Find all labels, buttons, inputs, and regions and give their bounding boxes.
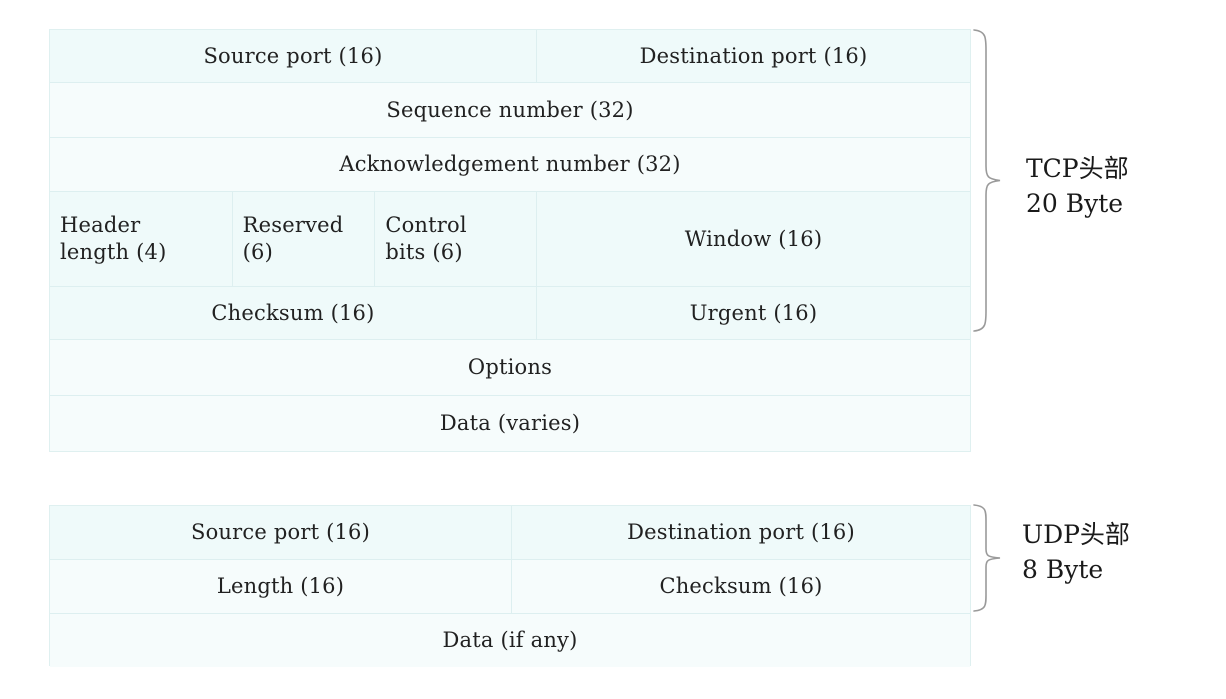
udp-cell-length: Length (16) <box>50 560 512 613</box>
udp-row-data: Data (if any) <box>50 614 970 667</box>
tcp-side-label: TCP头部 20 Byte <box>1026 154 1129 218</box>
tcp-cell-header-length: Header length (4) <box>50 192 233 286</box>
udp-cell-data: Data (if any) <box>50 614 970 667</box>
tcp-cell-options: Options <box>50 340 970 395</box>
tcp-row-options: Options <box>50 340 970 396</box>
tcp-cell-source-port: Source port (16) <box>50 30 537 82</box>
tcp-cell-sequence-number: Sequence number (32) <box>50 83 970 137</box>
tcp-row-acknowledgement-number: Acknowledgement number (32) <box>50 138 970 192</box>
tcp-row-flags-window: Header length (4) Reserved (6) Control b… <box>50 192 970 287</box>
udp-cell-checksum: Checksum (16) <box>512 560 970 613</box>
tcp-row-checksum-urgent: Checksum (16) Urgent (16) <box>50 287 970 340</box>
tcp-row-data: Data (varies) <box>50 396 970 451</box>
tcp-row-sequence-number: Sequence number (32) <box>50 83 970 138</box>
tcp-cell-data: Data (varies) <box>50 396 970 451</box>
tcp-row-ports: Source port (16) Destination port (16) <box>50 30 970 83</box>
udp-cell-source-port: Source port (16) <box>50 506 512 559</box>
tcp-cell-urgent: Urgent (16) <box>536 287 970 339</box>
tcp-cell-destination-port: Destination port (16) <box>536 30 970 82</box>
tcp-header-table: Source port (16) Destination port (16) S… <box>49 29 971 452</box>
tcp-cell-acknowledgement-number: Acknowledgement number (32) <box>50 138 970 191</box>
udp-side-label: UDP头部 8 Byte <box>1022 520 1130 584</box>
tcp-cell-checksum: Checksum (16) <box>50 287 537 339</box>
udp-cell-destination-port: Destination port (16) <box>512 506 970 559</box>
tcp-cell-reserved: Reserved (6) <box>232 192 376 286</box>
tcp-cell-window: Window (16) <box>536 192 970 286</box>
tcp-brace-icon <box>973 29 1001 332</box>
udp-brace-icon <box>973 504 1001 612</box>
udp-header-table: Source port (16) Destination port (16) L… <box>49 505 971 667</box>
tcp-cell-control-bits: Control bits (6) <box>375 192 537 286</box>
udp-row-ports: Source port (16) Destination port (16) <box>50 506 970 560</box>
udp-row-length-checksum: Length (16) Checksum (16) <box>50 560 970 614</box>
